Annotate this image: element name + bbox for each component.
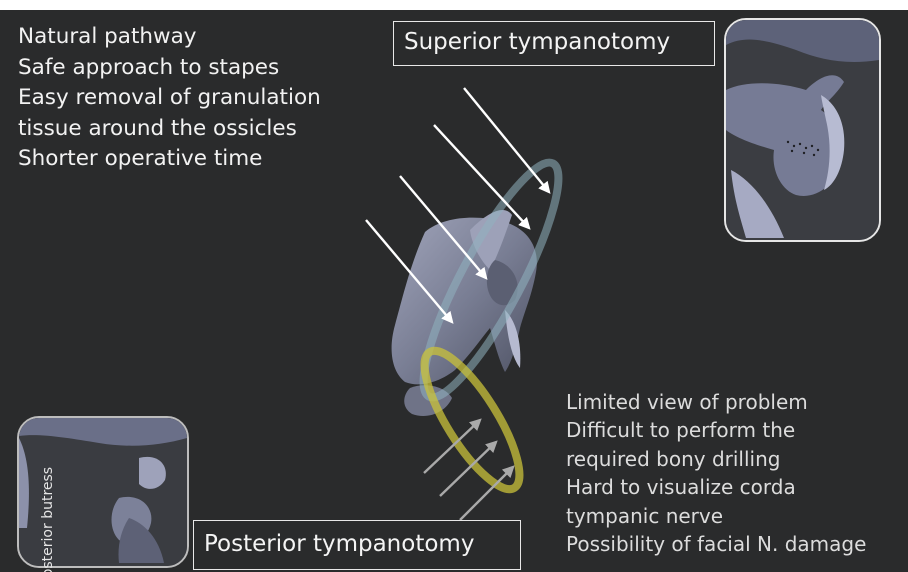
advantage-item: Safe approach to stapes xyxy=(18,53,321,84)
disadvantage-item: Limited view of problem xyxy=(566,388,866,416)
advantages-list: Natural pathway Safe approach to stapes … xyxy=(18,22,321,175)
advantage-item: Easy removal of granulation xyxy=(18,83,321,114)
disadvantage-item: Difficult to perform the xyxy=(566,416,866,444)
superior-inset-image xyxy=(724,18,881,242)
disadvantages-list: Limited view of problem Difficult to per… xyxy=(566,388,866,558)
white-arrow-2 xyxy=(434,125,529,228)
advantage-item: tissue around the ossicles xyxy=(18,114,321,145)
posterior-butress-label: Posterior butress xyxy=(40,467,56,572)
disadvantage-item: Possibility of facial N. damage xyxy=(566,530,866,558)
disadvantage-item: tympanic nerve xyxy=(566,502,866,530)
superior-tympanotomy-label: Superior tympanotomy xyxy=(393,21,715,66)
advantage-item: Shorter operative time xyxy=(18,144,321,175)
disadvantage-item: Hard to visualize corda xyxy=(566,473,866,501)
white-arrow-1 xyxy=(464,88,549,192)
posterior-arrows xyxy=(424,420,513,520)
ossicle-model xyxy=(392,210,537,416)
diagram-canvas: Natural pathway Safe approach to stapes … xyxy=(0,10,908,572)
posterior-tympanotomy-label: Posterior tympanotomy xyxy=(193,520,521,570)
advantage-item: Natural pathway xyxy=(18,22,321,53)
disadvantage-item: required bony drilling xyxy=(566,445,866,473)
